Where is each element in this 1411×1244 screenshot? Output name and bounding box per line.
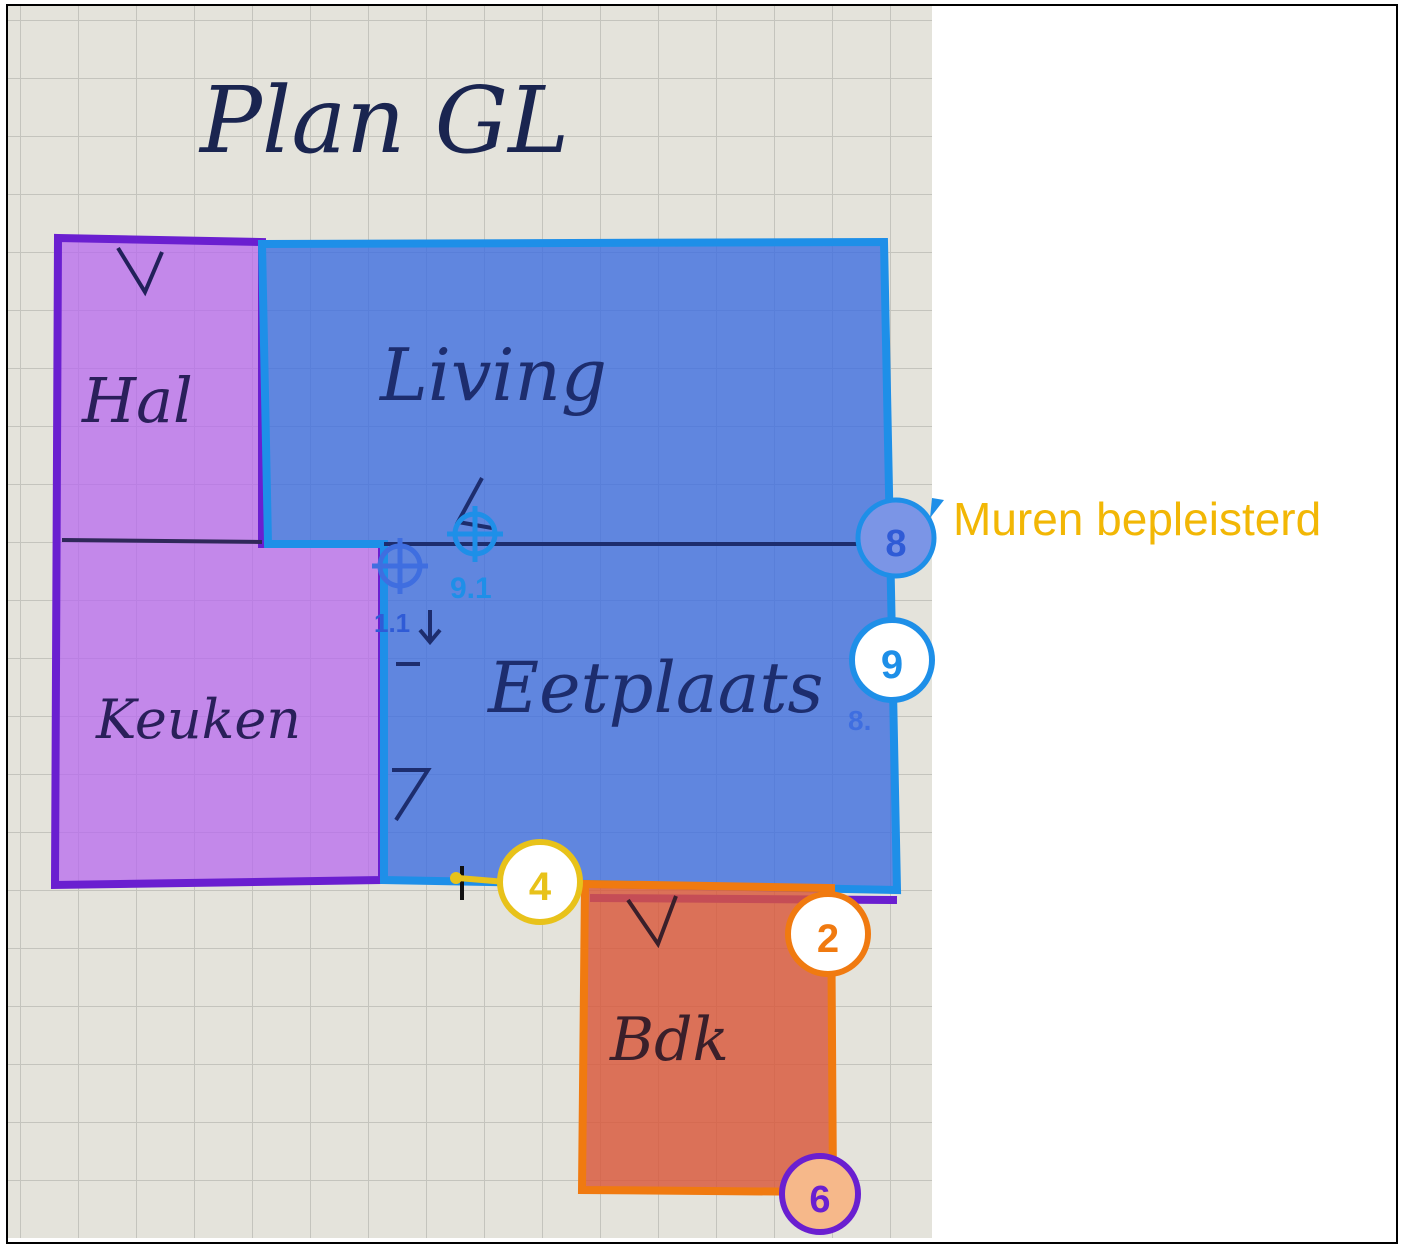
marker-2-label: 2 xyxy=(817,917,839,961)
door-mark-eetplaats xyxy=(392,768,432,822)
room-label-eetplaats: Eetplaats xyxy=(486,647,823,729)
marker-label-8: 8. xyxy=(848,705,871,736)
crosshair-marker-1-1[interactable] xyxy=(372,538,428,594)
room-label-living: Living xyxy=(378,333,607,417)
marker-label-9-1: 9.1 xyxy=(450,572,492,605)
marker-6-label: 6 xyxy=(809,1179,830,1221)
room-blue-area xyxy=(257,237,902,895)
crosshair-marker-9-1[interactable] xyxy=(447,506,503,562)
marker-8-label: 8 xyxy=(885,523,906,565)
hal-keuken-divider xyxy=(61,538,263,544)
marker-8[interactable]: 8 xyxy=(855,497,937,579)
door-mark-bdk xyxy=(626,895,678,949)
marker-6-circle[interactable] xyxy=(779,1153,861,1235)
callout-pointer-icon xyxy=(930,498,944,518)
marker-4[interactable]: 4 xyxy=(497,839,583,925)
room-label-bdk: Bdk xyxy=(609,1005,729,1075)
marker-label-1-1: 1.1 xyxy=(374,608,410,638)
room-label-keuken: Keuken xyxy=(95,688,301,751)
marker-2[interactable]: 2 xyxy=(785,891,871,977)
marker-4-label: 4 xyxy=(529,865,552,909)
marker-9[interactable]: 9 xyxy=(849,617,935,703)
callout-text: Muren bepleisterd xyxy=(953,493,1322,545)
marker-4-anchor xyxy=(450,872,462,884)
marker-9-label: 9 xyxy=(881,643,903,687)
plan-title: Plan GL xyxy=(198,67,569,174)
room-label-hal: Hal xyxy=(81,364,193,437)
arrow-down-icon xyxy=(418,610,442,646)
door-mark-hal xyxy=(116,246,164,297)
